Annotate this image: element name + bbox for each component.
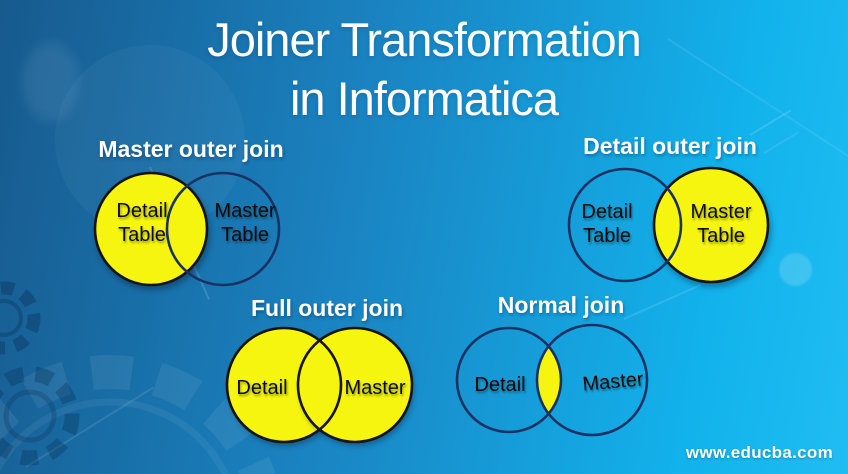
venn-full-outer-join: Detail Master xyxy=(220,326,418,446)
heading-master-outer-join: Master outer join xyxy=(98,136,284,162)
detail-label: Detail xyxy=(236,377,288,399)
master-circle-outline xyxy=(296,326,414,444)
master-circle xyxy=(535,323,649,437)
detail-table-circle xyxy=(567,167,683,283)
master-circle xyxy=(298,328,412,442)
venn-detail-outer-join: Detail Table Master Table xyxy=(565,166,775,285)
master-table-circle xyxy=(652,166,770,284)
venn-normal-join: Detail Master xyxy=(455,323,652,438)
educba-watermark: www.educba.com xyxy=(685,443,833,462)
master-label: Master xyxy=(344,377,406,399)
title-line2: in Informatica xyxy=(289,72,559,125)
heading-normal-join: Normal join xyxy=(497,292,625,318)
detail-table-circle xyxy=(93,171,209,287)
detail-label: Detail xyxy=(474,374,526,396)
page-title: Joiner Transformation in Informatica xyxy=(0,10,848,128)
detail-circle xyxy=(455,326,563,434)
gear-icon xyxy=(0,366,80,466)
gear-icon xyxy=(0,281,41,355)
light-streak xyxy=(25,386,154,468)
detail-table-label: Detail Table xyxy=(116,200,168,246)
heading-detail-outer-join: Detail outer join xyxy=(583,133,757,159)
title-line1: Joiner Transformation xyxy=(207,13,642,66)
heading-full-outer-join: Full outer join xyxy=(250,295,404,321)
master-table-label: Master Table xyxy=(690,201,752,247)
detail-circle-outline xyxy=(225,326,343,444)
venn-master-outer-join: Detail Table Master Table xyxy=(93,169,289,289)
glow-circle xyxy=(779,253,812,286)
detail-table-label: Detail Table xyxy=(581,201,633,247)
master-table-label: Master Table xyxy=(214,200,276,246)
master-table-circle xyxy=(165,171,281,287)
